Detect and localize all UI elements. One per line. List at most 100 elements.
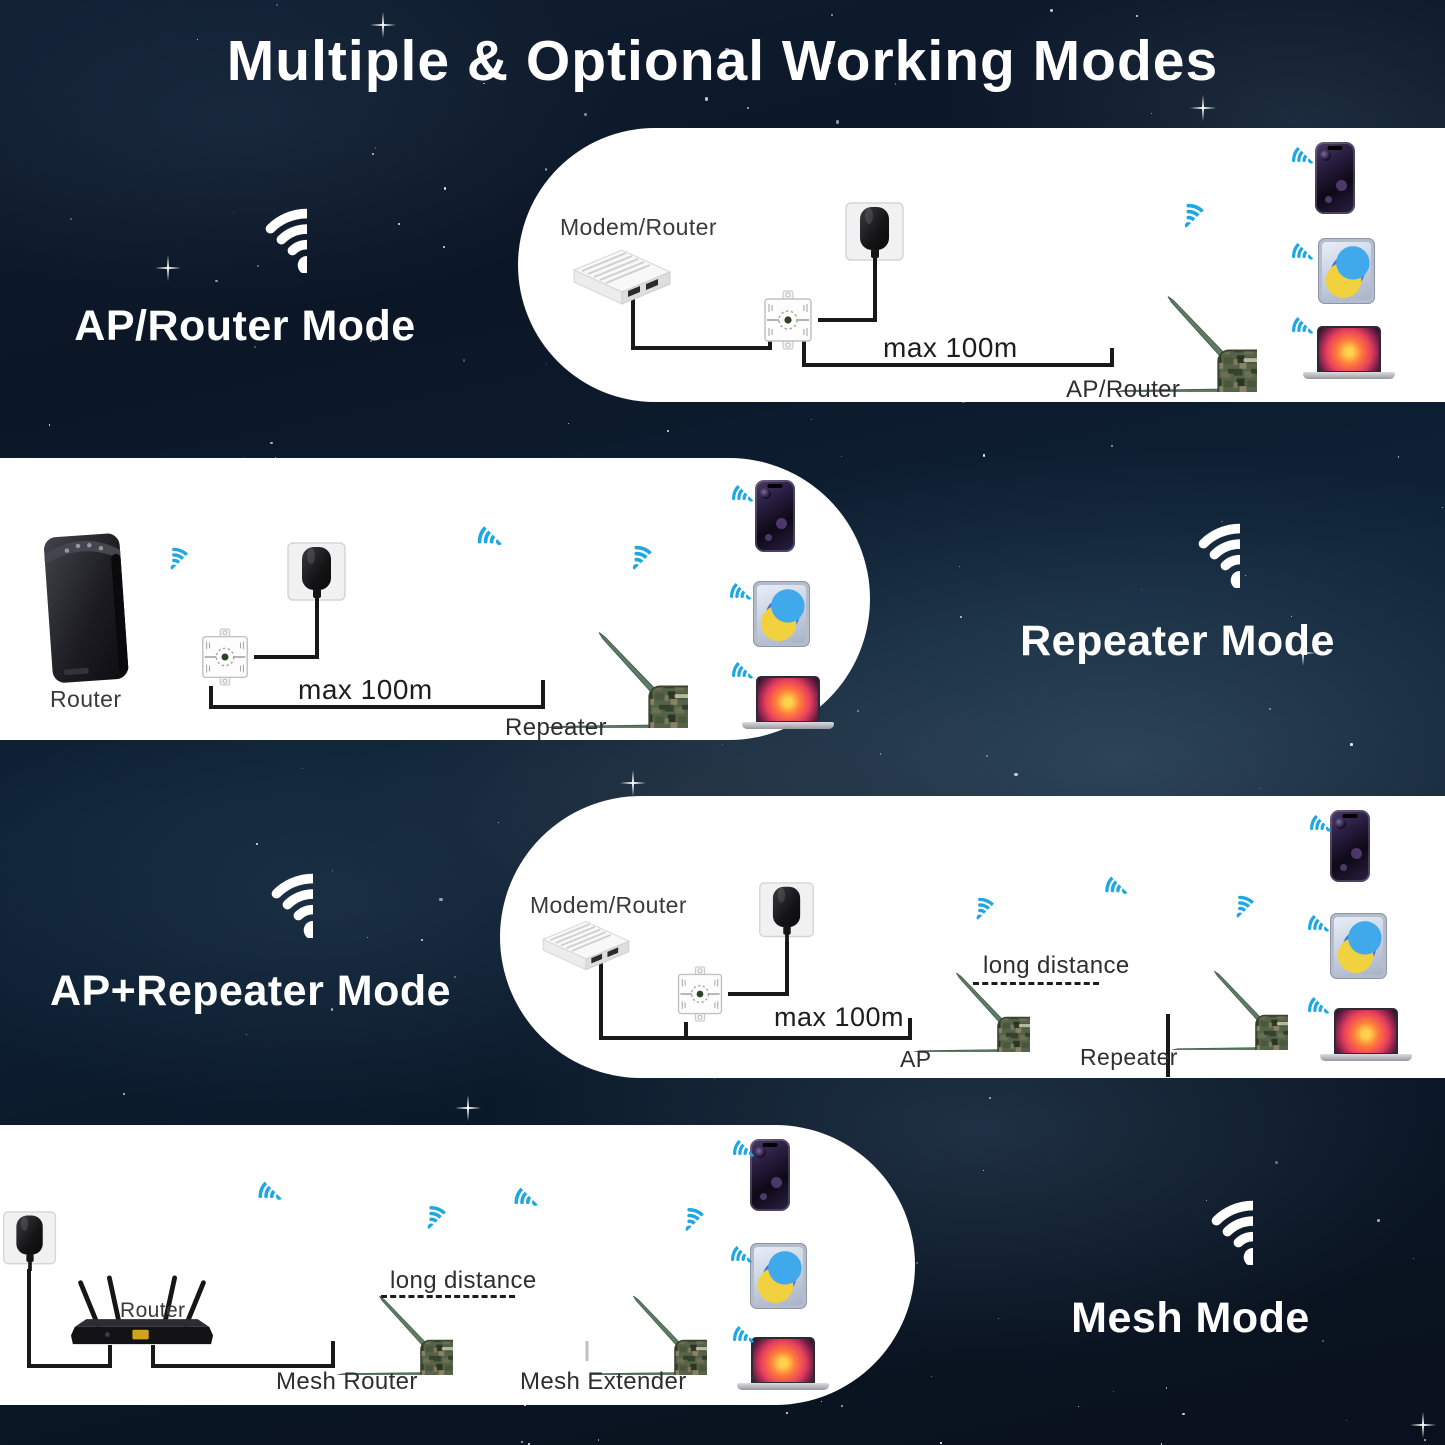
laptop-client <box>1320 1008 1412 1066</box>
star <box>1165 1387 1168 1389</box>
home-router-device <box>28 518 148 698</box>
cable-length-label: max 100m <box>298 674 433 705</box>
smartphone-client <box>1330 810 1370 882</box>
star <box>831 14 834 17</box>
star <box>997 1317 999 1319</box>
star <box>520 1440 523 1443</box>
star <box>1014 772 1018 776</box>
antenna-device-ap <box>790 812 1030 1052</box>
star <box>785 1412 788 1415</box>
page-title: Multiple & Optional Working Modes <box>226 29 1219 93</box>
star <box>1136 14 1139 17</box>
device-role-label: AP/Router <box>1066 376 1181 403</box>
laptop-client <box>1303 326 1395 384</box>
star <box>1397 456 1399 458</box>
wireless-link-dashes <box>381 1295 515 1298</box>
star <box>915 1261 918 1264</box>
device-role-label: Mesh Extender <box>520 1368 687 1395</box>
star <box>1050 9 1054 12</box>
star <box>123 1092 126 1095</box>
modem-label: Modem/Router <box>530 892 687 918</box>
star <box>1350 743 1353 746</box>
router-label: Router <box>50 686 122 712</box>
antenna-device-ap-router <box>967 102 1257 392</box>
star <box>835 120 840 124</box>
mode-label-ap-router: AP/Router Mode <box>45 180 445 351</box>
router-label: Router <box>120 1299 186 1322</box>
star <box>810 419 812 421</box>
star <box>704 97 709 101</box>
cable-length-label: max 100m <box>774 1002 905 1032</box>
mode-title: Repeater Mode <box>1020 617 1335 665</box>
cable-diagram <box>209 608 545 709</box>
laptop-client <box>742 676 834 734</box>
star <box>958 565 961 567</box>
star <box>747 107 749 109</box>
star <box>1269 708 1271 710</box>
poe-injector <box>196 628 254 686</box>
star <box>583 112 587 116</box>
star <box>1275 1161 1278 1164</box>
star <box>983 1169 985 1171</box>
star <box>1110 444 1114 448</box>
mode-label-mesh: Mesh Mode <box>1028 1172 1353 1343</box>
laptop-client <box>737 1337 829 1395</box>
star <box>462 359 465 362</box>
power-adapter <box>2 1211 58 1271</box>
star <box>841 1404 844 1407</box>
cable-length-label: max 100m <box>883 332 1018 363</box>
antenna-device-mesh-router <box>213 1135 453 1375</box>
sparkle-star <box>620 770 646 796</box>
device-role-label: AP <box>900 1046 932 1072</box>
modem-label: Modem/Router <box>560 214 717 240</box>
star <box>879 753 882 755</box>
star <box>1413 1258 1415 1259</box>
star <box>598 1439 600 1441</box>
star <box>1077 1405 1079 1407</box>
antenna-device-mesh-extender <box>467 1135 707 1375</box>
star <box>371 153 374 156</box>
wireless-distance-label: long distance <box>390 1267 537 1294</box>
star <box>940 1442 942 1444</box>
panel-ap-repeater-mode: Modem/Router max 100m AP long distance R… <box>500 796 1445 1078</box>
panel-mesh-mode: Router long distance Mesh Router Mesh Ex… <box>0 1125 915 1405</box>
wifi-icon <box>1129 1172 1253 1266</box>
star <box>722 743 724 745</box>
star <box>666 429 670 432</box>
antenna-device-repeater <box>398 438 688 728</box>
modem-router-device <box>536 912 636 972</box>
star <box>276 4 278 7</box>
star <box>48 424 51 426</box>
star <box>270 441 273 445</box>
wifi-icon <box>183 180 307 274</box>
poe-injector <box>672 966 728 1022</box>
mode-title: AP+Repeater Mode <box>49 967 452 1015</box>
power-adapter <box>286 542 348 608</box>
star <box>301 767 303 769</box>
cable-diagram <box>631 268 1114 367</box>
wireless-distance-label: long distance <box>983 952 1130 979</box>
star <box>986 755 989 758</box>
smartphone-client <box>755 480 795 552</box>
star <box>1424 1439 1426 1442</box>
star <box>1182 1412 1185 1416</box>
mode-label-repeater: Repeater Mode <box>1005 495 1350 666</box>
tablet-client <box>1318 238 1375 304</box>
antenna-device-repeater <box>1048 810 1288 1050</box>
star <box>1377 1219 1380 1222</box>
star <box>567 422 569 424</box>
tablet-client <box>753 581 810 647</box>
smartphone-client <box>1315 142 1355 214</box>
cable-diagram <box>27 1269 589 1368</box>
poe-injector <box>758 290 818 350</box>
modem-router-device <box>566 240 678 306</box>
cable-diagram <box>599 942 1170 1077</box>
mode-title: AP/Router Mode <box>74 302 416 350</box>
star <box>374 147 376 149</box>
mode-title: Mesh Mode <box>1071 1294 1310 1342</box>
device-role-label: Mesh Router <box>276 1368 418 1395</box>
star <box>1258 788 1261 790</box>
sparkle-star <box>455 1095 481 1121</box>
device-role-label: Repeater <box>1080 1044 1178 1070</box>
